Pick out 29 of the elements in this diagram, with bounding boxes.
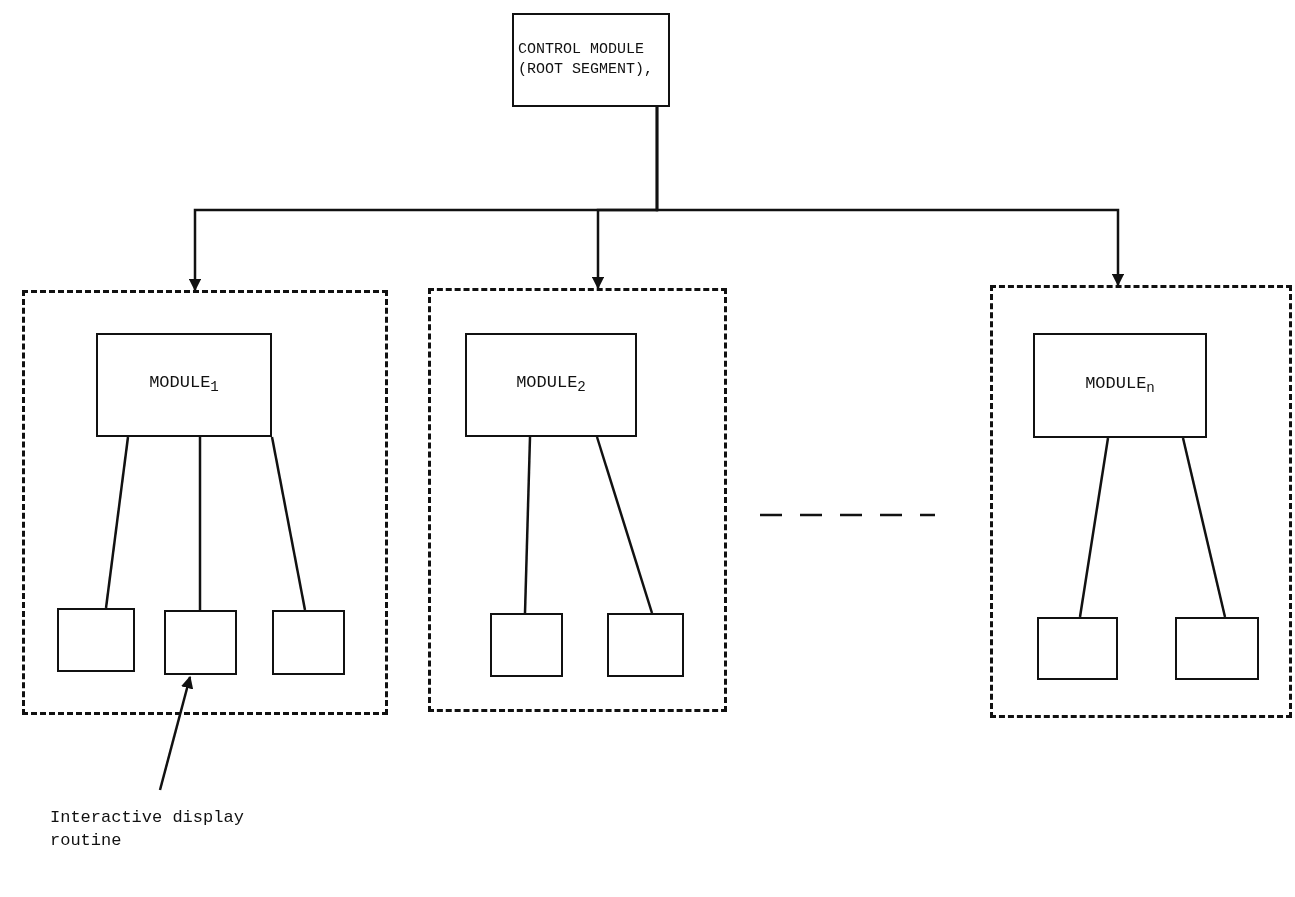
dashed-group-box	[990, 285, 1292, 718]
process-box	[512, 13, 670, 107]
dashed-line	[760, 513, 935, 517]
small-box	[164, 610, 237, 675]
box-label: MODULE$_{1}$	[149, 372, 219, 398]
connector-line	[104, 436, 130, 609]
box-label: MODULE$_{2}$	[516, 372, 586, 398]
process-box	[96, 333, 272, 437]
small-box	[1037, 617, 1118, 680]
arrow	[655, 107, 1125, 287]
process-box	[465, 333, 637, 437]
connector-line	[523, 436, 532, 614]
connector-line	[595, 436, 654, 614]
box-label: CONTROL MODULE (ROOT SEGMENT),	[517, 39, 655, 80]
connector-line	[1078, 437, 1110, 618]
small-box	[607, 613, 684, 677]
small-box	[272, 610, 345, 675]
connector-line	[270, 436, 307, 611]
arrow	[158, 675, 194, 791]
box-label: MODULE$_{n}$	[1085, 372, 1155, 399]
small-box	[57, 608, 135, 672]
small-box	[1175, 617, 1259, 680]
connector-line	[198, 437, 202, 610]
dashed-group-box	[428, 288, 727, 712]
process-box	[1033, 333, 1207, 438]
annotation-text: Interactive display routine	[50, 807, 245, 852]
connector-line	[1181, 437, 1227, 618]
dashed-group-box	[22, 290, 388, 715]
small-box	[490, 613, 563, 677]
